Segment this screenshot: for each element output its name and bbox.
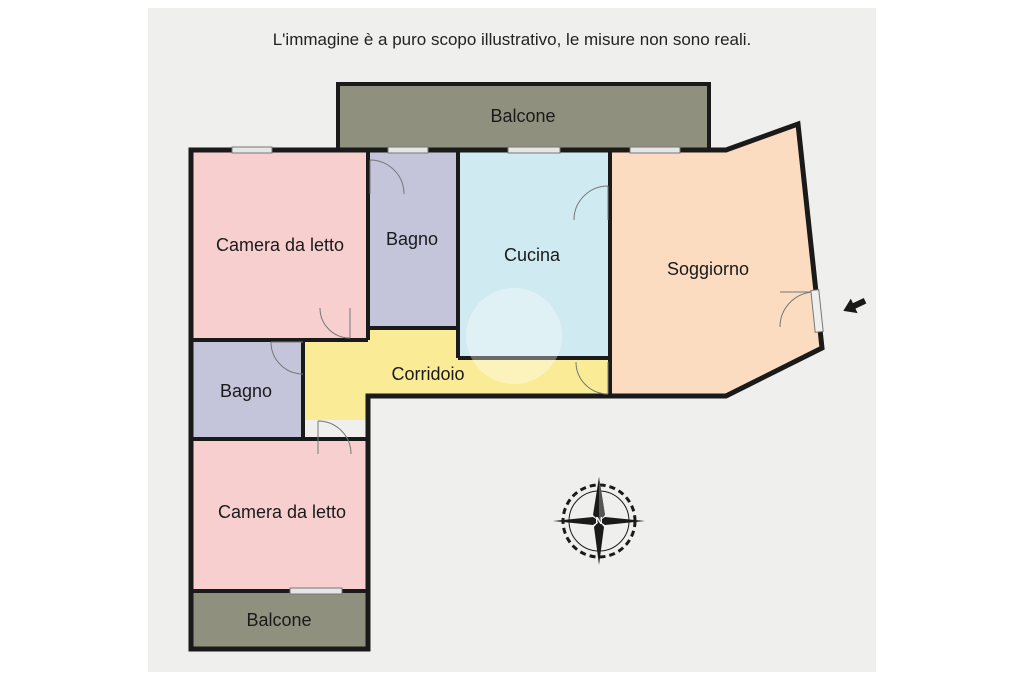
interior-walls	[191, 150, 612, 593]
compass-north-label: N	[595, 516, 602, 527]
balcone-bottom-area	[191, 591, 368, 649]
balcone-bottom-label: Balcone	[246, 610, 311, 630]
camera-top-area	[191, 150, 368, 340]
corridoio-area	[303, 328, 610, 420]
bagno-left-label: Bagno	[220, 381, 272, 401]
watermark	[466, 288, 562, 384]
camera-bottom-label: Camera da letto	[218, 502, 346, 522]
soggiorno-label: Soggiorno	[667, 259, 749, 279]
entrance-arrow-icon	[843, 298, 867, 314]
bagno-top-label: Bagno	[386, 229, 438, 249]
camera-bottom-area	[191, 439, 368, 591]
soggiorno-area	[610, 124, 822, 396]
bagno-left-area	[191, 340, 303, 439]
windows	[231, 146, 681, 595]
entrance-door	[810, 289, 824, 333]
cucina-label: Cucina	[504, 245, 561, 265]
compass-rose-icon: N	[553, 477, 645, 565]
disclaimer-text: L'immagine è a puro scopo illustrativo, …	[272, 30, 752, 49]
camera-top-label: Camera da letto	[216, 235, 344, 255]
corridoio-label: Corridoio	[391, 364, 464, 384]
balcone-top-label: Balcone	[490, 106, 555, 126]
bagno-top-area	[368, 150, 458, 328]
cucina-area	[458, 150, 610, 358]
balcone-top-area	[336, 82, 711, 152]
outer-wall	[188, 120, 825, 652]
doors	[270, 159, 816, 455]
